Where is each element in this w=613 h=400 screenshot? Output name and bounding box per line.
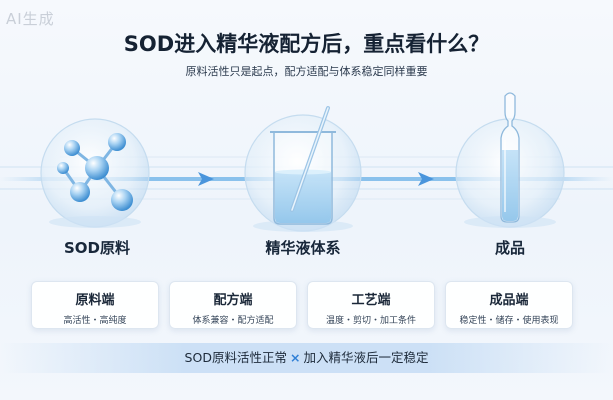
page-subtitle: 原料活性只是起点，配方适配与体系稳定同样重要 [185,65,428,78]
card-process: 工艺端 温度・剪切・加工条件 [307,281,435,329]
conclusion-banner: SOD原料活性正常×加入精华液后一定稳定 [0,343,613,373]
card-desc: 稳定性・储存・使用表现 [459,316,559,326]
watermark: AI生成 [6,10,55,28]
page-title: SOD进入精华液配方后，重点看什么？ [123,32,490,56]
ampoule-icon [455,92,565,228]
card-title: 原料端 [75,293,115,308]
arrow-icon [418,172,434,186]
card-title: 成品端 [489,293,529,308]
stage-label-raw-material: SOD原料 [63,239,130,257]
card-desc: 体系兼容・配方适配 [192,316,274,326]
banner-right: 加入精华液后一定稳定 [303,350,429,365]
card-title: 配方端 [213,293,253,308]
beaker-icon [244,106,362,232]
banner-left: SOD原料活性正常 [184,350,287,365]
card-raw-material: 原料端 高活性・高纯度 [31,281,159,329]
stage-label-serum-system: 精华液体系 [265,239,341,257]
arrow-icon [198,172,214,186]
card-title: 工艺端 [351,293,391,308]
multiply-icon: × [289,350,301,365]
stage-label-finished-product: 成品 [494,239,525,257]
card-desc: 高活性・高纯度 [63,316,127,326]
molecule-icon [40,118,150,228]
card-formulation: 配方端 体系兼容・配方适配 [169,281,297,329]
card-desc: 温度・剪切・加工条件 [325,316,416,326]
card-finished-product: 成品端 稳定性・储存・使用表现 [445,281,573,329]
